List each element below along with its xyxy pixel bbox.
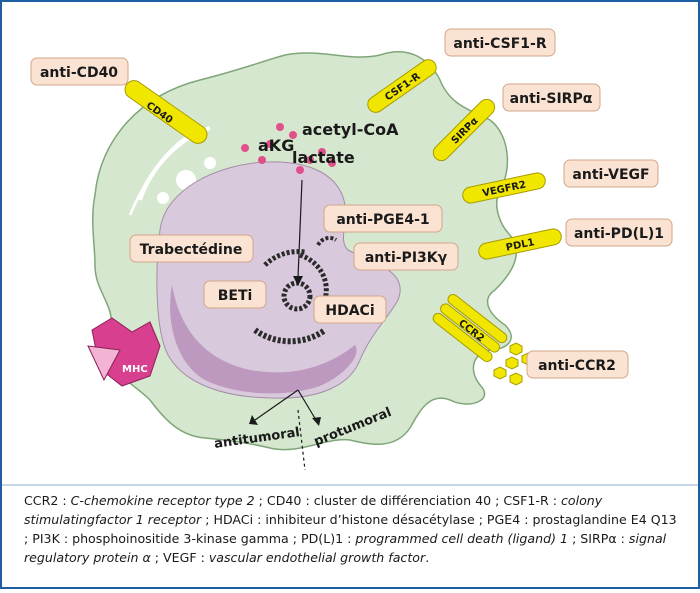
akg-label: aKG [258, 136, 294, 155]
chromatin [253, 235, 338, 345]
receptor-ccr2: CCR2 [432, 293, 508, 363]
anti-cd40-box: anti-CD40 [30, 57, 129, 86]
metabolite-dots [241, 123, 336, 174]
caption-sirpa-abbr: ; SIRPα : [568, 531, 629, 546]
lactate-label: lactate [292, 148, 355, 167]
metabolite-arrow-head [293, 276, 303, 286]
anti-vegf-box: anti-VEGF [563, 159, 659, 188]
vesicle [157, 192, 169, 204]
caption-pi3k-def: phosphoinositide 3-kinase gamma [72, 531, 289, 546]
caption-vegf-abbr: ; VEGF : [150, 550, 209, 565]
caption-hdaci-abbr: ; HDACi : [201, 512, 266, 527]
caption-vegf-def: vascular endothelial growth factor [208, 550, 426, 565]
hdaci-box: HDACi [313, 295, 387, 324]
caption-csf1r-abbr: ; CSF1-R : [491, 493, 561, 508]
figure-caption: CCR2 : C-chemokine receptor type 2 ; CD4… [24, 491, 682, 567]
beti-box: BETi [203, 280, 267, 309]
anti-csf1r-label: anti-CSF1-R [453, 36, 546, 52]
metabolite-arrow [297, 179, 303, 279]
hdaci-label: HDACi [325, 303, 374, 319]
anti-ccr2-box: anti-CCR2 [526, 350, 629, 379]
anti-ccr2-label: anti-CCR2 [538, 358, 616, 374]
beti-label: BETi [218, 288, 253, 304]
trabectedine-box: Trabectédine [129, 234, 254, 263]
caption-ccr2-abbr: CCR2 : [24, 493, 71, 508]
caption-hdaci-def: inhibiteur d’histone désacétylase [265, 512, 475, 527]
caption-pge4-abbr: ; PGE4 : [474, 512, 533, 527]
anti-cd40-label: anti-CD40 [40, 65, 118, 81]
caption-pi3k-abbr: ; PI3K : [24, 531, 73, 546]
caption-ccr2-def: C-chemokine receptor type 2 [70, 493, 255, 508]
vesicle [204, 157, 216, 169]
caption-csf1r-def: colony stimulatingfactor 1 receptor [24, 493, 603, 527]
protumoral-arrow-head [312, 417, 321, 426]
anti-sirpa-label: anti-SIRPα [510, 91, 593, 107]
anti-pdl1-box: anti-PD(L)1 [565, 218, 673, 247]
nucleus-inner-band [170, 285, 357, 394]
mhc-label: MHC [122, 364, 148, 375]
anti-pdl1-label: anti-PD(L)1 [574, 226, 664, 242]
anti-csf1r-box: anti-CSF1-R [444, 28, 556, 57]
divider-dashed [297, 409, 306, 471]
antitumoral-arrow [254, 389, 299, 421]
anti-pi3k-label: anti-PI3Kγ [365, 250, 448, 266]
trabectedine-label: Trabectédine [140, 242, 243, 258]
receptor-pdl1: PDL1 [478, 228, 562, 260]
anti-vegf-label: anti-VEGF [572, 167, 649, 183]
antitumoral-arrow-head [249, 415, 258, 425]
anti-pge4-label: anti-PGE4-1 [336, 212, 429, 228]
caption-pge4-def: prostaglandine E4 Q13 [532, 512, 677, 527]
mhc-molecule: MHC [87, 317, 161, 387]
caption-cd40-abbr: ; CD40 : [254, 493, 314, 508]
caption-pdl1-def: programmed cell death (ligand) 1 [355, 531, 569, 546]
caption-end: . [425, 550, 430, 565]
caption-sirpa-def: signal regulatory protein α [24, 531, 667, 565]
anti-pi3k-box: anti-PI3Kγ [353, 242, 459, 271]
caption-pdl1-abbr: ; PD(L)1 : [288, 531, 356, 546]
anti-pge4-box: anti-PGE4-1 [323, 204, 443, 233]
protumoral-arrow [297, 389, 317, 421]
membrane-highlight-2 [128, 133, 191, 216]
anti-sirpa-box: anti-SIRPα [502, 83, 601, 112]
acetyl-coa-label: acetyl-CoA [302, 120, 399, 139]
caption-cd40-def: cluster de différenciation 40 [313, 493, 492, 508]
